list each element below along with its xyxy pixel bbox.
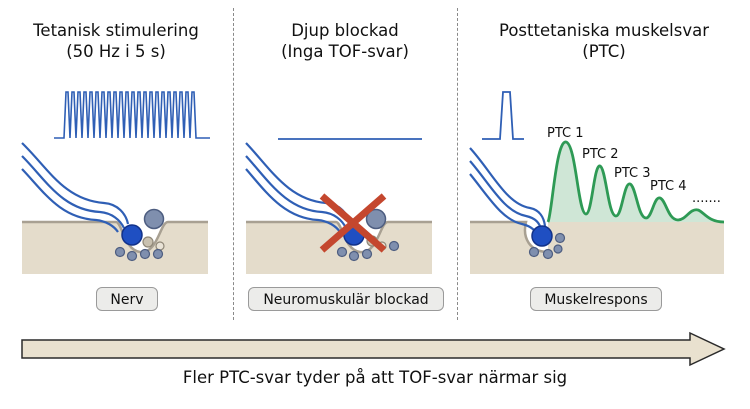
label-nerve: Nerv bbox=[96, 287, 158, 311]
block-x-icon bbox=[319, 193, 387, 253]
nerve-fibers-1 bbox=[21, 142, 130, 233]
nerve-fibers-2 bbox=[245, 142, 352, 233]
bottom-caption: Fler PTC-svar tyder på att TOF-svar närm… bbox=[182, 368, 568, 387]
title-line-1: Tetanisk stimulering bbox=[33, 21, 199, 40]
nerve-fibers-3 bbox=[469, 147, 547, 234]
title-line-2: (PTC) bbox=[582, 42, 626, 61]
panel-title: Posttetaniska muskelsvar (PTC) bbox=[458, 20, 750, 62]
single-stimulus-pulse bbox=[482, 91, 524, 140]
panel-deep-block: Djup blockad (Inga TOF-svar) Neuromuskul… bbox=[234, 0, 456, 330]
tissue-panel-1 bbox=[22, 220, 208, 274]
ptc-label-3: PTC 3 bbox=[614, 166, 651, 181]
nerve-terminal-icon bbox=[528, 225, 566, 260]
ptc-label-1: PTC 1 bbox=[547, 126, 584, 141]
tissue-panel-3 bbox=[470, 220, 724, 274]
label-muscle-response: Muskelrespons bbox=[530, 287, 662, 311]
ptc-label-4: PTC 4 bbox=[650, 179, 687, 194]
title-line-2: (Inga TOF-svar) bbox=[281, 42, 409, 61]
muscle-response-curve bbox=[546, 140, 725, 224]
ptc-label-2: PTC 2 bbox=[582, 147, 619, 162]
arrow-right-icon bbox=[21, 331, 726, 367]
tetanic-pulse-train bbox=[54, 91, 210, 139]
panel-title: Tetanisk stimulering (50 Hz i 5 s) bbox=[0, 20, 232, 62]
title-line-1: Djup blockad bbox=[291, 21, 399, 40]
panel-tetanic: Tetanisk stimulering (50 Hz i 5 s) Nerv bbox=[0, 0, 232, 330]
divider-1 bbox=[233, 8, 234, 320]
panel-title: Djup blockad (Inga TOF-svar) bbox=[234, 20, 456, 62]
title-line-2: (50 Hz i 5 s) bbox=[66, 42, 166, 61]
title-line-1: Posttetaniska muskelsvar bbox=[498, 21, 710, 40]
ptc-ellipsis: ....... bbox=[692, 191, 721, 206]
nerve-terminal-icon bbox=[114, 208, 165, 262]
panel-ptc: Posttetaniska muskelsvar (PTC) Muskelres… bbox=[458, 0, 750, 330]
label-nm-block: Neuromuskulär blockad bbox=[248, 287, 444, 311]
divider-2 bbox=[457, 8, 458, 320]
